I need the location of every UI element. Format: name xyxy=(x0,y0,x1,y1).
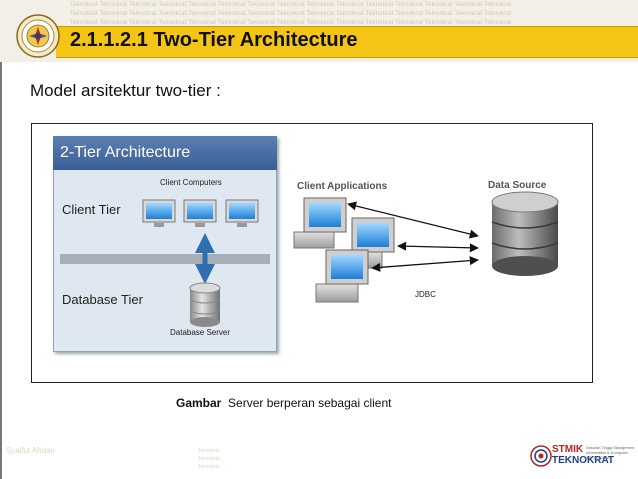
database-server-label: Database Server xyxy=(170,328,231,337)
connection-arrow-icon xyxy=(397,241,479,253)
footer-brand-bottom: TEKNOKRAT xyxy=(552,455,615,466)
connection-arrow-icon xyxy=(347,201,479,239)
client-tier-label: Client Tier xyxy=(62,202,121,217)
data-source-label: Data Source xyxy=(488,180,547,191)
database-server-icon xyxy=(189,282,221,327)
caption-label: Gambar xyxy=(176,396,222,410)
footer-watermark: Teknokrat xyxy=(198,464,220,470)
stmik-logo-icon xyxy=(530,445,552,467)
client-computers-label: Client Computers xyxy=(160,178,222,187)
jdbc-label: JDBC xyxy=(415,290,436,299)
data-source-database-icon xyxy=(491,191,559,276)
client-computer-icon xyxy=(293,197,347,249)
footer-watermark: Teknokrat xyxy=(198,448,220,454)
panel-title: 2-Tier Architecture xyxy=(60,144,191,161)
footer-watermark: Teknokrat xyxy=(198,456,220,462)
institution-logo-icon xyxy=(16,14,60,58)
client-applications-label: Client Applications xyxy=(297,181,388,192)
monitor-icon xyxy=(225,199,259,227)
database-tier-label: Database Tier xyxy=(62,292,143,307)
footer-brand-small-line: TEKNOKRAT xyxy=(586,455,611,460)
connection-arrow-icon xyxy=(371,256,479,272)
header-watermark-row: Teknokrat Teknokrat Teknokrat Teknokrat … xyxy=(70,20,512,26)
footer-brand-small-line: Informatika & Komputer xyxy=(586,450,629,455)
monitor-icon xyxy=(142,199,176,227)
caption-text: Server berperan sebagai client xyxy=(228,396,392,410)
page-title: 2.1.1.2.1 Two-Tier Architecture xyxy=(70,29,358,51)
monitor-icon xyxy=(183,199,217,227)
header-watermark-row: Teknokrat Teknokrat Teknokrat Teknokrat … xyxy=(70,11,512,17)
footer-brand-small-line: Sekolah Tinggi Manajemen xyxy=(586,445,635,450)
left-edge-line xyxy=(0,0,2,479)
footer-author: Syaiful Ahdan xyxy=(6,446,55,455)
header-watermark-row: Teknokrat Teknokrat Teknokrat Teknokrat … xyxy=(70,2,512,8)
title-bar xyxy=(56,26,638,58)
figure-caption: Gambar Server berperan sebagai client xyxy=(176,396,391,410)
client-computer-icon xyxy=(315,249,369,303)
footer-brand-small: Sekolah Tinggi Manajemen Informatika & K… xyxy=(586,445,634,460)
architecture-panel-header xyxy=(53,136,277,170)
subtitle: Model arsitektur two-tier : xyxy=(30,81,221,100)
network-bar xyxy=(60,254,270,264)
footer-brand-top: STMIK xyxy=(552,444,584,455)
architecture-panel xyxy=(53,136,277,352)
